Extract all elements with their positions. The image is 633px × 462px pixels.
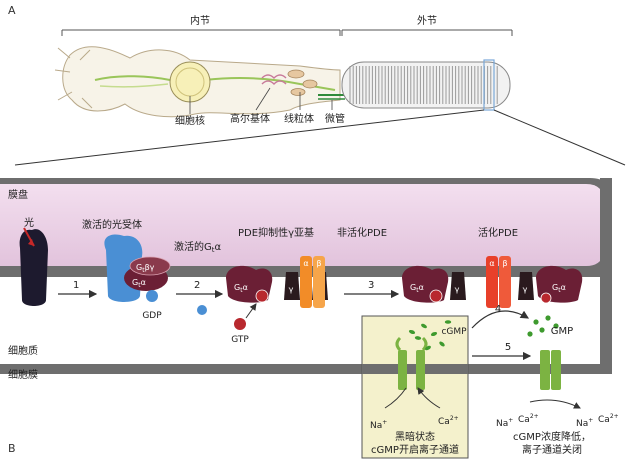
golgi-mitochondria [261, 69, 345, 100]
nucleus-label: 细胞核 [175, 114, 205, 127]
membrane-in-box [362, 364, 468, 374]
gamma-left-1: γ [289, 285, 294, 294]
gtp-label: GTP [231, 335, 249, 345]
zoom-line-left [14, 109, 485, 166]
cgmp-molecules [408, 320, 452, 351]
ca-label-dark: Ca2+ [438, 415, 459, 427]
panel-b-letter: B [8, 442, 16, 455]
ca-label-closed-2: Ca2+ [598, 413, 619, 425]
ca-label-closed-1: Ca2+ [518, 413, 539, 425]
activated-gt-alpha-label: 激活的Gtα [174, 240, 222, 254]
open-ion-channel [395, 336, 428, 390]
gdp-bound [146, 290, 158, 302]
dark-state-text-1: 黑暗状态 [395, 430, 435, 443]
step-2-label: 2 [194, 280, 200, 291]
cgmp-molecule [421, 323, 427, 329]
microtubule-label: 微管 [325, 112, 345, 125]
cgmp-molecule [439, 341, 445, 347]
golgi-label: 高尔基体 [230, 112, 270, 125]
inactive-pde-alpha: α [303, 259, 308, 268]
pde-inhibitor-label: PDE抑制性γ亚基 [238, 226, 314, 239]
step-5-label: 5 [505, 342, 511, 353]
gmp-molecule [545, 315, 551, 321]
cgmp-molecule [444, 320, 452, 324]
closed-text-1: cGMP浓度降低， [513, 430, 591, 443]
na-label-dark: Na+ [370, 419, 387, 431]
na-label-closed-1: Na+ [496, 417, 513, 429]
gt-alpha-gamma-complex-left [402, 265, 466, 303]
panel-a-letter: A [8, 4, 16, 17]
gmp-label: GMP [551, 326, 573, 337]
closed-ion-channel [540, 350, 561, 390]
outer-segment-disks [341, 59, 511, 111]
blocked-ion-arrow [529, 399, 581, 409]
gtp-molecule [234, 318, 246, 330]
cgmp-molecule [425, 345, 431, 351]
light-label: 光 [24, 216, 34, 229]
inner-segment-bracket [61, 29, 341, 36]
na-label-closed-2: Na+ [576, 417, 593, 429]
g-alpha-label-3: Gtα [410, 283, 424, 294]
zoom-line-right [493, 109, 626, 166]
disk-label: 膜盘 [8, 188, 28, 201]
gmp-molecule [533, 319, 539, 325]
inactive-rhodopsin [19, 229, 48, 306]
g-alpha-label-1: Gtα [132, 278, 146, 289]
gmp-molecule [539, 327, 545, 333]
active-pde-beta: β [502, 259, 507, 268]
cgmp-molecule [408, 329, 416, 335]
inner-segment-label: 内节 [190, 14, 210, 27]
cgmp-molecule [430, 331, 438, 337]
inactive-pde-beta: β [316, 259, 321, 268]
g-alpha-label-4: Gtα [552, 283, 566, 294]
inactive-pde-label: 非活化PDE [337, 226, 387, 239]
inactive-pde [300, 256, 325, 308]
step-4-label: 4 [495, 304, 501, 315]
g-beta-gamma-label: Gtβγ [136, 263, 155, 274]
gamma-right: γ [523, 285, 528, 294]
active-pde [486, 256, 511, 308]
cytoplasm-label: 细胞质 [8, 344, 38, 357]
mitochondria-label: 线粒体 [284, 112, 314, 125]
g-alpha-label-2: Gtα [234, 283, 248, 294]
light-arrow-icon [23, 227, 35, 247]
step-1-label: 1 [73, 280, 79, 291]
outer-segment-bracket [341, 29, 513, 36]
activated-gt-alpha [226, 265, 273, 303]
step-4-arrow [471, 310, 530, 329]
step-3-label: 3 [368, 280, 374, 291]
gt-alpha-gamma-complex-right [518, 265, 583, 304]
gdp-label: GDP [142, 311, 162, 321]
membrane-label: 细胞膜 [8, 368, 38, 381]
gtp-arrow [245, 303, 257, 319]
closed-text-2: 离子通道关闭 [522, 443, 582, 456]
ion-inflow-arrows [384, 388, 441, 409]
dark-state-text-2: cGMP开启离子通道 [371, 443, 459, 456]
panel-a-leaders [189, 87, 333, 114]
cgmp-molecule [414, 336, 422, 340]
cgmp-label: cGMP [441, 327, 467, 337]
disk-membrane [0, 178, 612, 272]
active-pde-alpha: α [489, 259, 494, 268]
g-protein-trimer [124, 256, 171, 291]
nucleus [169, 61, 211, 103]
released-gdp [197, 305, 207, 315]
outer-segment-label: 外节 [417, 15, 437, 27]
activated-receptor-label: 激活的光受体 [82, 218, 142, 231]
active-pde-label: 活化PDE [478, 226, 518, 239]
gmp-molecules [527, 315, 559, 337]
gmp-molecule [553, 323, 559, 329]
gmp-molecule [527, 331, 533, 337]
gamma-left-2: γ [455, 285, 460, 294]
